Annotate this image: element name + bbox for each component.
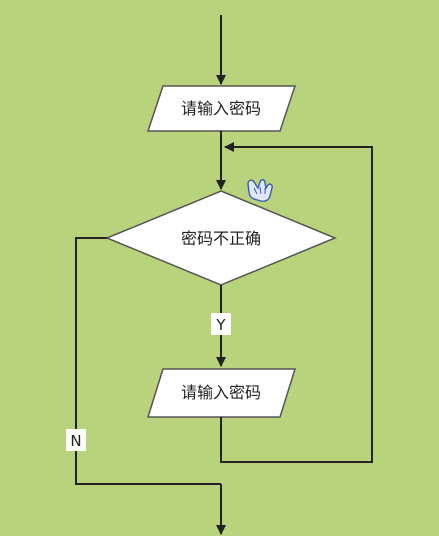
no-branch-line [75, 237, 221, 485]
no-label-bg [66, 429, 86, 451]
input-node-top-shape [146, 85, 297, 132]
input-node-top-label: 请输入密码 [181, 99, 261, 118]
no-label: N [70, 432, 81, 450]
yes-label-bg [211, 313, 231, 335]
loop-back-arrow [220, 142, 373, 463]
input-node-loop-shape [146, 368, 297, 418]
decision-node-label: 密码不正确 [181, 229, 261, 248]
input-node-loop-label: 请输入密码 [181, 383, 261, 402]
hand-pointer-icon [247, 179, 273, 202]
yes-label: Y [215, 316, 226, 334]
